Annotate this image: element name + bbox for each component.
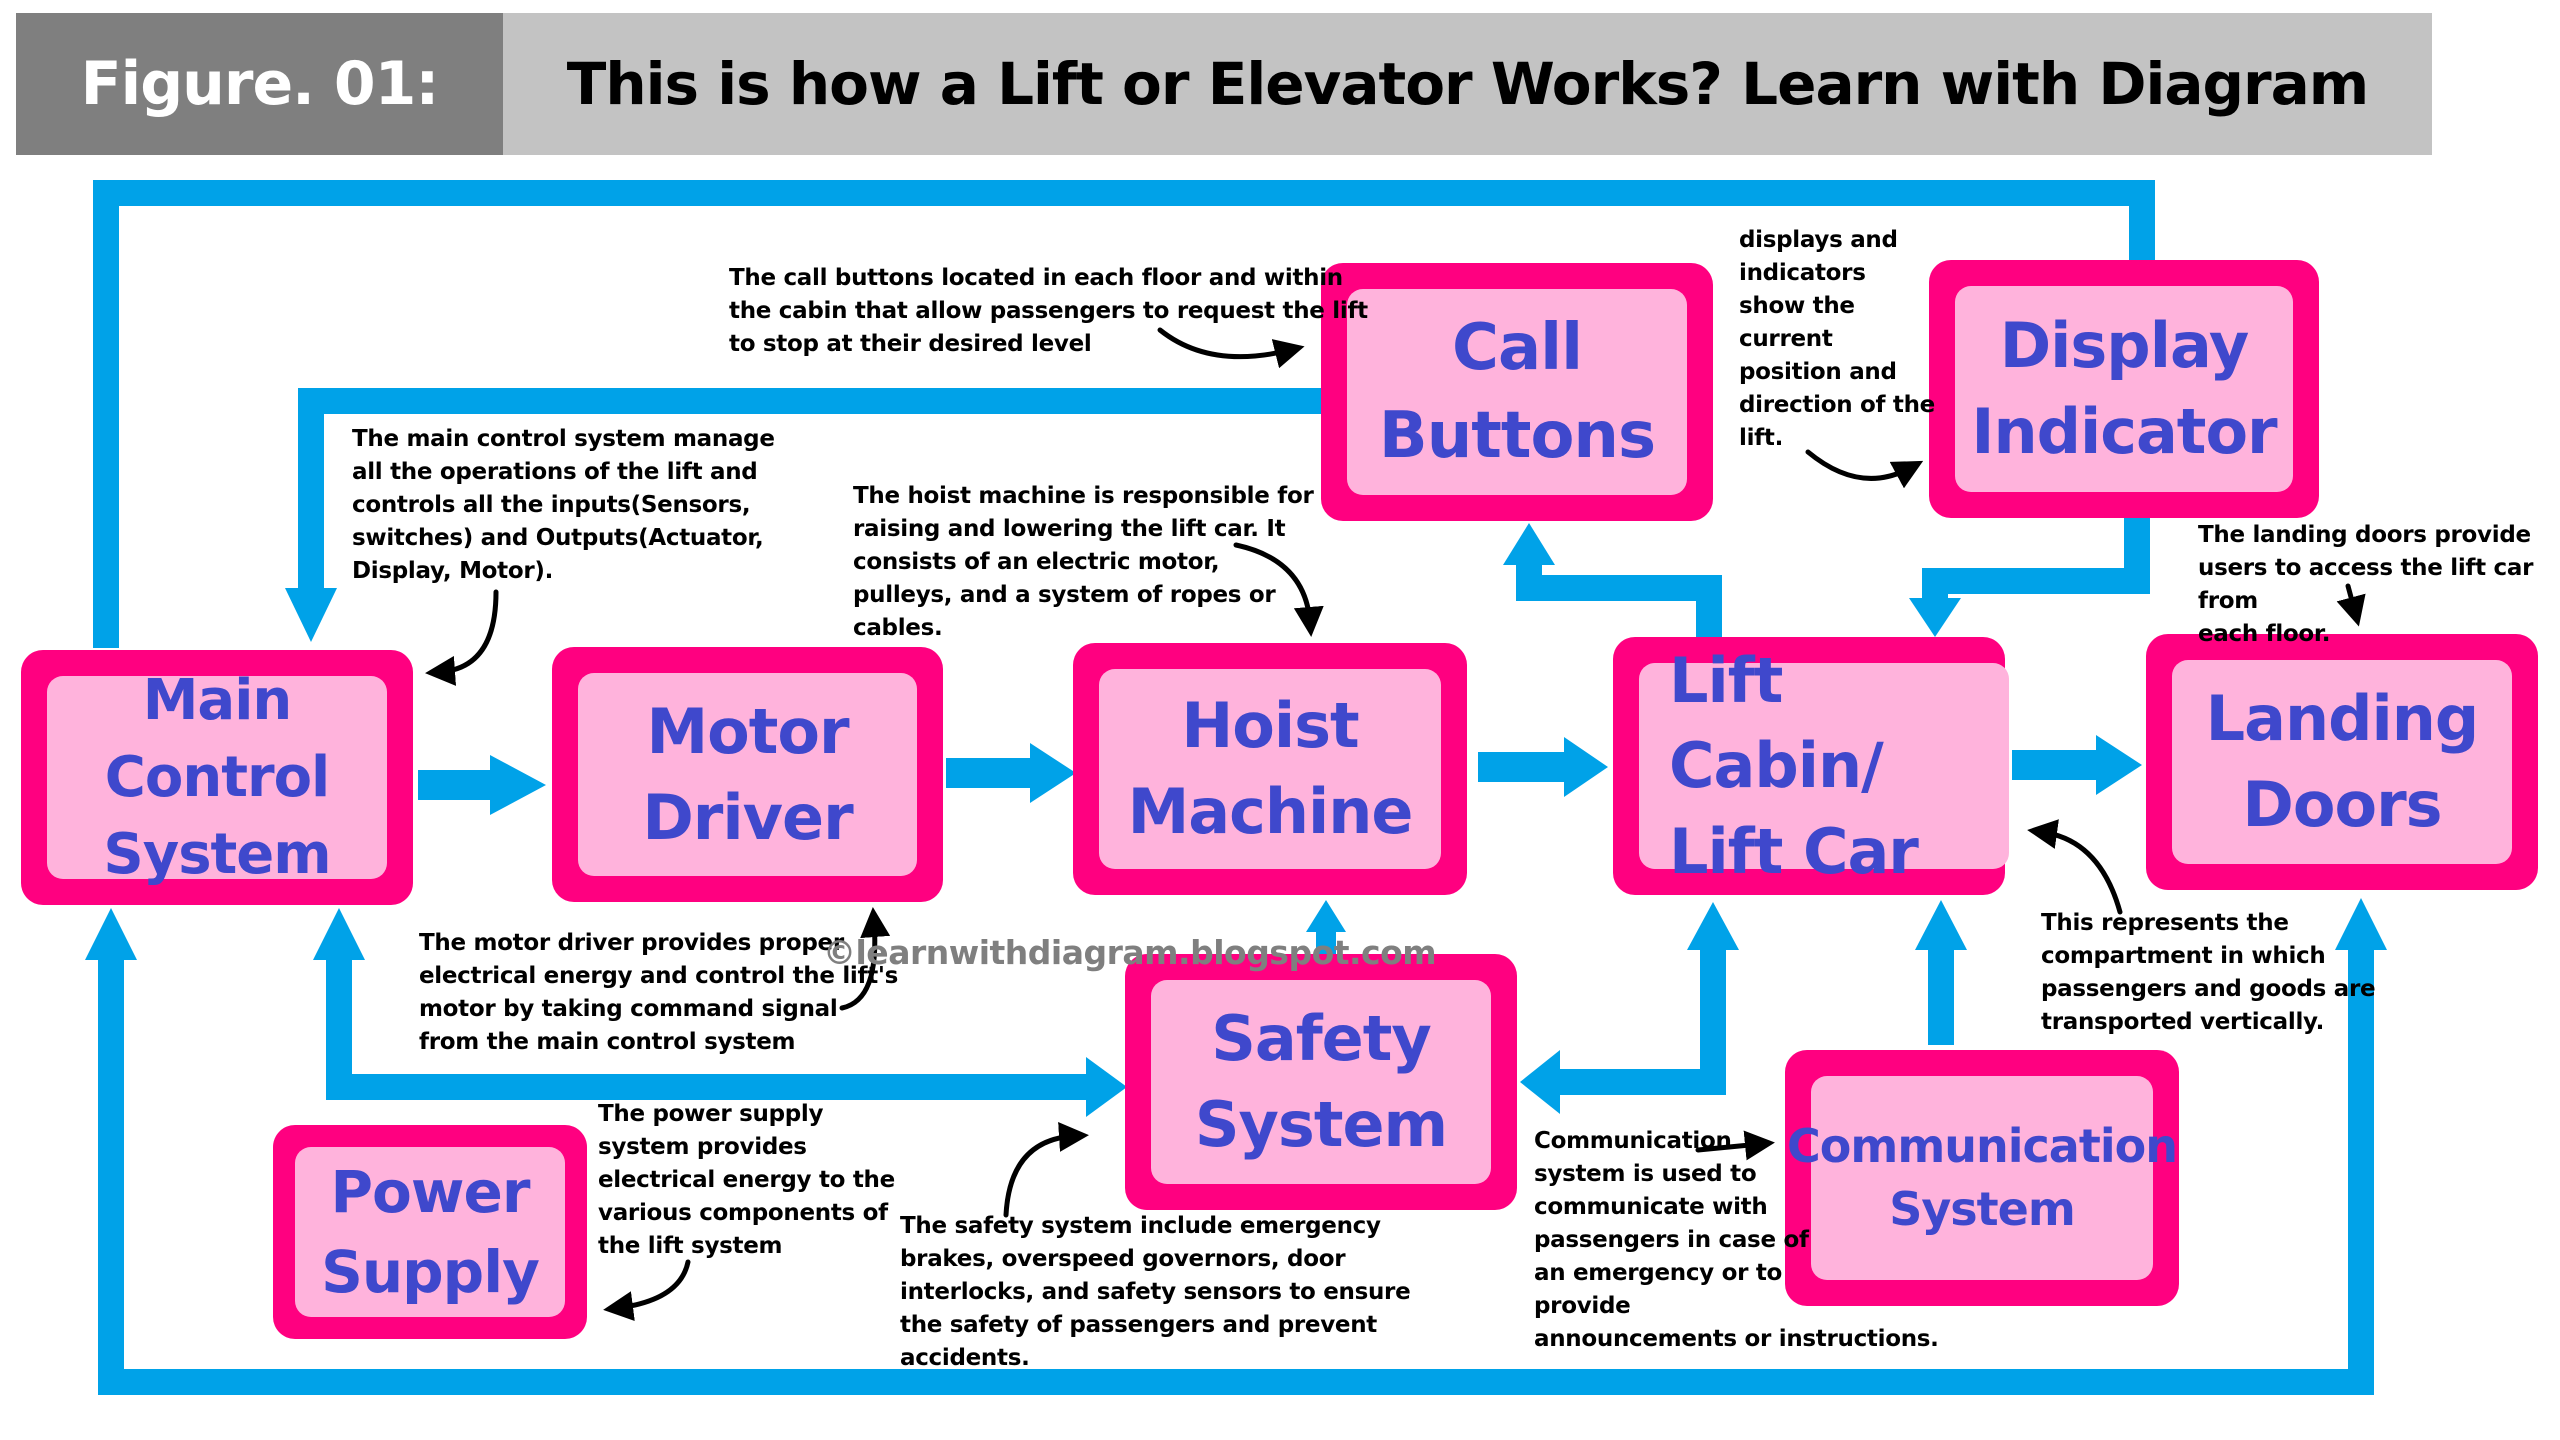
- block-landing-doors-face: Landing Doors: [2172, 660, 2512, 864]
- note-display-indicator: displays and indicators show the current…: [1739, 227, 1935, 451]
- connector-cabin-landing-shaft: [2012, 750, 2096, 780]
- connector-bottom-right-riser: [2348, 950, 2374, 1395]
- connector-cabin-call-head: [1503, 523, 1555, 565]
- annotation-arrow-motor-driver: [839, 907, 891, 1011]
- block-landing-doors[interactable]: Landing Doors: [2146, 634, 2538, 890]
- block-display-indicator[interactable]: Display Indicator: [1929, 260, 2319, 518]
- connector-main-motor-shaft: [418, 770, 490, 800]
- connector-main-safety-head: [1086, 1057, 1127, 1117]
- connector-safety-hoist-head: [1306, 900, 1346, 932]
- figure-label: Figure. 01:: [80, 49, 440, 119]
- connector-cabin-safety-bar: [1560, 1069, 1726, 1095]
- block-communication-system-face: Communication System: [1787, 1076, 2178, 1280]
- annotation-arrow-display: [1805, 449, 1924, 489]
- block-lift-cabin[interactable]: Lift Cabin/ Lift Car: [1613, 637, 2009, 895]
- connector-bottom-right-head: [2335, 898, 2387, 950]
- block-label: Landing Doors: [2205, 682, 2480, 841]
- connector-cabin-call-bar: [1516, 575, 1722, 601]
- connector-bottom-bar: [98, 1369, 2374, 1395]
- connector-motor-hoist-head: [1030, 743, 1076, 803]
- note-motor-driver: The motor driver provides proper electri…: [419, 930, 899, 1055]
- title-panel: This is how a Lift or Elevator Works? Le…: [503, 13, 2432, 155]
- block-hoist-machine[interactable]: Hoist Machine: [1073, 643, 1467, 895]
- diagram-title: This is how a Lift or Elevator Works? Le…: [566, 50, 2369, 118]
- connector-bottom-left-head: [85, 908, 137, 960]
- block-label: Main Control System: [103, 667, 331, 888]
- annotation-arrow-safety: [1003, 1121, 1089, 1218]
- note-communication-system: Communication system is used to communic…: [1534, 1128, 1939, 1352]
- note-main-control: The main control system manage all the o…: [352, 426, 775, 584]
- connector-cabin-safety-uphead: [1687, 902, 1739, 950]
- note-safety-system: The safety system include emergency brak…: [900, 1213, 1411, 1371]
- connector-main-motor-head: [490, 755, 546, 815]
- connector-display-cabin-head: [1909, 598, 1961, 637]
- connector-safety-hoist-shaft: [1316, 930, 1336, 954]
- block-label: Safety System: [1194, 1002, 1448, 1161]
- connector-top-bar: [93, 180, 2155, 206]
- block-call-buttons[interactable]: Call Buttons: [1321, 263, 1713, 521]
- figure-label-panel: Figure. 01:: [16, 13, 503, 155]
- block-lift-cabin-face: Lift Cabin/ Lift Car: [1639, 644, 2009, 888]
- annotation-arrow-main-control: [425, 589, 499, 686]
- block-label: Power Supply: [321, 1157, 540, 1306]
- block-label: Call Buttons: [1378, 310, 1656, 473]
- connector-cabin-call-up: [1516, 560, 1542, 601]
- note-hoist-machine: The hoist machine is responsible for rai…: [853, 483, 1314, 641]
- block-power-supply[interactable]: Power Supply: [273, 1125, 587, 1339]
- connector-cabin-landing-head: [2096, 735, 2142, 795]
- connector-comm-cabin-shaft: [1928, 945, 1954, 1045]
- connector-top-left-riser: [93, 180, 119, 648]
- annotation-arrow-landing: [2336, 583, 2366, 627]
- block-label: Display Indicator: [1971, 309, 2277, 468]
- block-label: Lift Cabin/ Lift Car: [1669, 643, 1919, 888]
- note-call-buttons: The call buttons located in each floor a…: [729, 265, 1368, 357]
- connector-call-to-main-drop: [298, 388, 324, 588]
- connector-display-cabin-down: [1922, 568, 1948, 602]
- connector-main-safety-bar: [326, 1074, 1086, 1100]
- connector-hoist-cabin-shaft: [1478, 752, 1564, 782]
- note-lift-cabin: This represents the compartment in which…: [2041, 910, 2376, 1035]
- block-communication-system[interactable]: Communication System: [1785, 1050, 2179, 1306]
- block-motor-driver[interactable]: Motor Driver: [552, 647, 943, 902]
- block-call-buttons-face: Call Buttons: [1347, 289, 1687, 495]
- watermark: ©learnwithdiagram.blogspot.com: [823, 933, 1437, 972]
- block-safety-system-face: Safety System: [1151, 980, 1491, 1184]
- block-display-indicator-face: Display Indicator: [1955, 286, 2293, 492]
- connector-display-cabin-bar: [1922, 568, 2150, 594]
- note-landing-doors: The landing doors provide users to acces…: [2198, 522, 2534, 647]
- connector-call-to-main-head: [285, 588, 337, 642]
- block-label: Motor Driver: [642, 694, 853, 854]
- block-safety-system[interactable]: Safety System: [1125, 954, 1517, 1210]
- annotation-arrow-call-buttons: [1157, 327, 1305, 369]
- connector-comm-cabin-head: [1915, 900, 1967, 950]
- annotation-arrow-communication: [1695, 1130, 1775, 1161]
- note-power-supply: The power supply system provides electri…: [598, 1101, 895, 1259]
- connector-top-right-drop: [2129, 180, 2155, 260]
- block-main-control-system[interactable]: Main Control System: [21, 650, 413, 905]
- block-label: Hoist Machine: [1127, 689, 1414, 848]
- connector-main-safety-uphead: [313, 908, 365, 960]
- block-label: Communication System: [1787, 1118, 2178, 1236]
- block-motor-driver-face: Motor Driver: [578, 673, 917, 876]
- annotation-arrow-lift-cabin: [2027, 819, 2123, 915]
- block-hoist-machine-face: Hoist Machine: [1099, 669, 1441, 869]
- connector-cabin-safety-head: [1520, 1050, 1560, 1114]
- connector-motor-hoist-shaft: [946, 758, 1030, 788]
- annotation-arrow-hoist: [1233, 542, 1324, 637]
- connector-call-to-main-bar: [298, 388, 1322, 414]
- block-power-supply-face: Power Supply: [295, 1147, 565, 1317]
- connector-bottom-left-riser: [98, 955, 124, 1395]
- block-main-control-system-face: Main Control System: [47, 668, 387, 887]
- connector-hoist-cabin-head: [1564, 737, 1608, 797]
- annotation-arrow-power-supply: [603, 1259, 691, 1321]
